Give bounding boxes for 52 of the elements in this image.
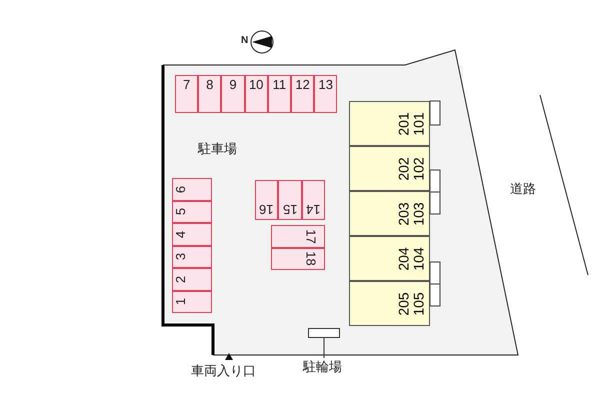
space-number: 17 [304, 229, 318, 244]
area-label: 駐輪場 [303, 358, 353, 376]
space-number: 10 [248, 78, 264, 91]
apartment-unit [349, 236, 430, 281]
space-number: 4 [174, 230, 188, 238]
space-number: 18 [304, 252, 318, 266]
parking-space [314, 75, 338, 113]
space-number: 13 [318, 78, 334, 91]
parking-space [291, 75, 314, 113]
apartment-unit [349, 146, 430, 191]
unit-number: 201 101 [396, 112, 426, 136]
space-number: 11 [272, 78, 286, 91]
area-label: 駐車場 [198, 140, 237, 158]
unit-number: 202 102 [396, 156, 426, 180]
apartment-unit [349, 281, 430, 326]
parking-space [172, 178, 212, 200]
parking-space [302, 180, 325, 220]
north-label: N [241, 35, 248, 46]
apartment-unit [349, 191, 430, 236]
space-number: 14 [306, 203, 320, 216]
parking-space [271, 225, 325, 248]
road-label: 道路 [510, 180, 536, 198]
space-number: 2 [174, 276, 188, 283]
space-number: 3 [174, 253, 188, 260]
space-number: 7 [182, 78, 190, 91]
parking-space [172, 200, 212, 223]
space-number: 6 [174, 186, 188, 193]
unit-number: 205 105 [396, 292, 426, 316]
space-number: 15 [282, 203, 298, 216]
parking-space [221, 75, 245, 113]
entrance-label: 車両入り口 [191, 362, 256, 380]
space-number: 1 [174, 298, 188, 306]
parking-space [255, 180, 278, 220]
parking-space [172, 290, 212, 313]
parking-space [198, 75, 222, 113]
space-number: 16 [259, 203, 274, 216]
parking-space [172, 223, 212, 246]
unit-number: 203 103 [396, 202, 426, 226]
parking-space [172, 246, 212, 268]
bicycle-parking-box [308, 328, 340, 338]
space-number: 8 [206, 78, 214, 91]
space-number: 5 [174, 208, 188, 216]
parking-space [244, 75, 268, 113]
unit-number: 204 104 [396, 246, 426, 270]
parking-space [278, 180, 302, 220]
space-number: 9 [229, 78, 237, 91]
parking-space [268, 75, 291, 113]
parking-space [172, 268, 212, 290]
space-number: 12 [295, 78, 310, 91]
apartment-unit [349, 101, 430, 146]
parking-space [175, 75, 198, 113]
parking-space [271, 248, 325, 270]
